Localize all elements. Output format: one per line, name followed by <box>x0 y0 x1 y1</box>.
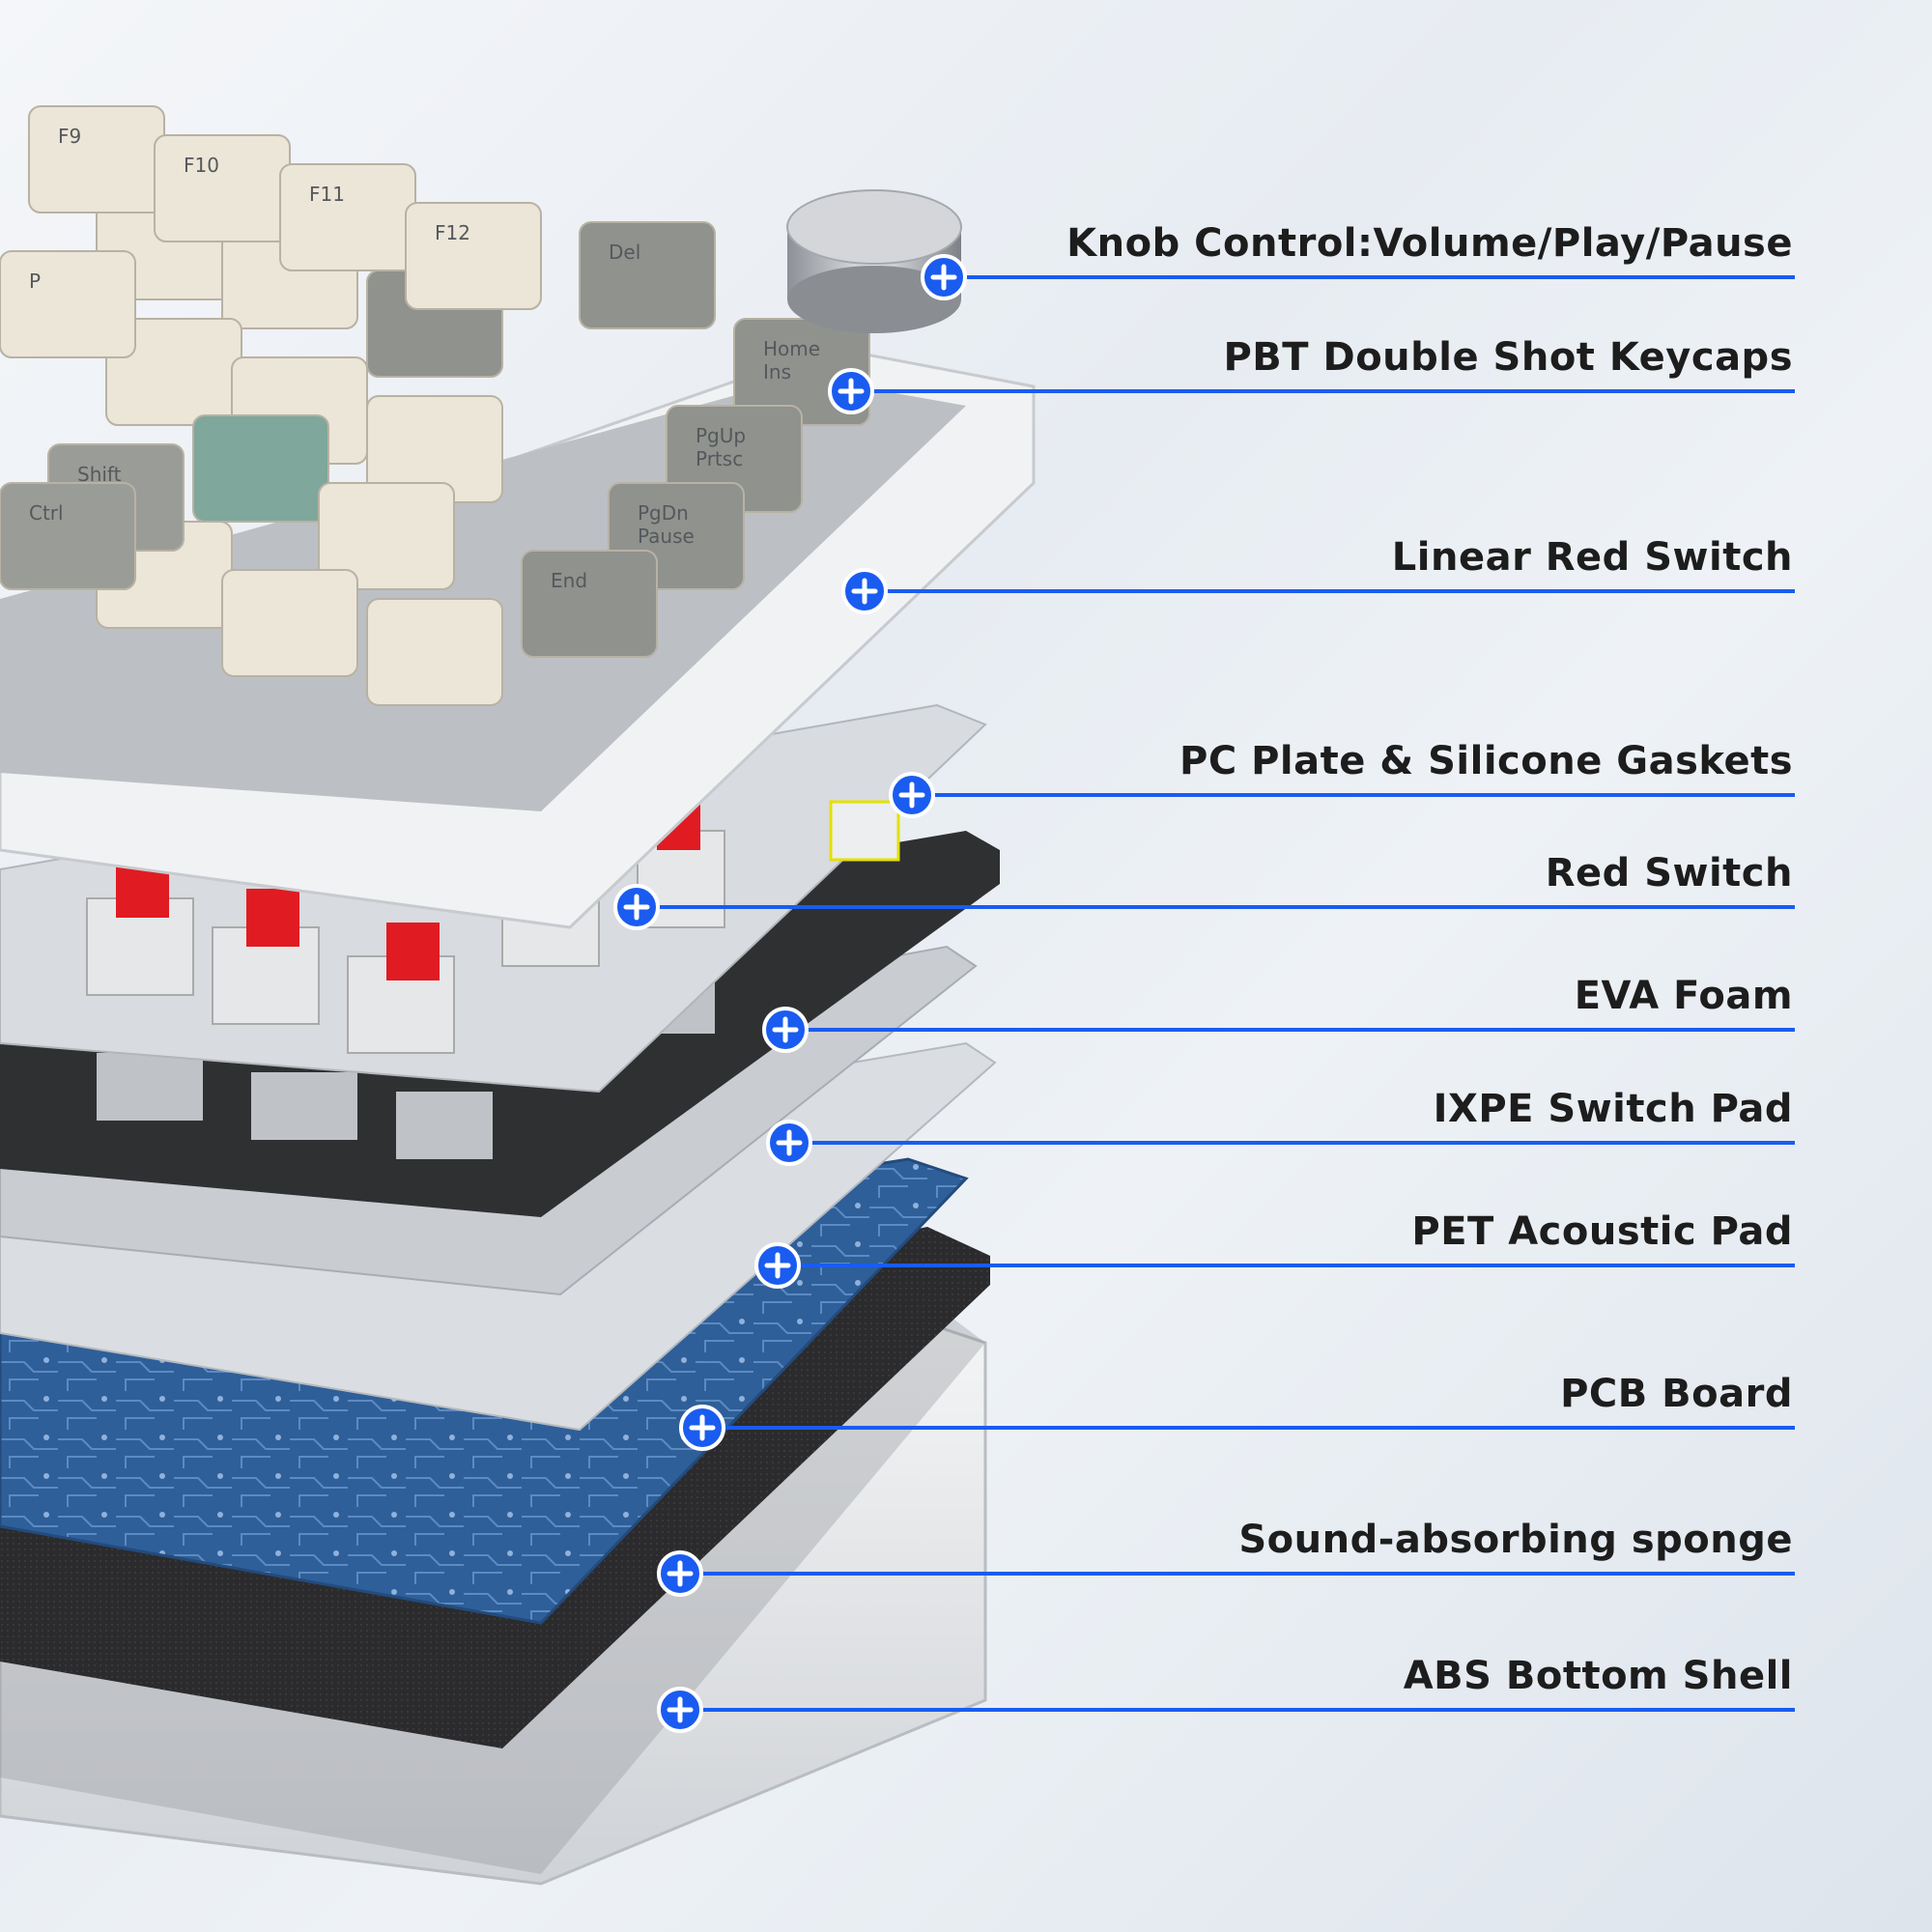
keycap-legend: Prtsc <box>696 447 743 470</box>
keycap <box>0 250 136 358</box>
plus-icon[interactable] <box>657 1687 703 1733</box>
plus-icon[interactable] <box>754 1242 801 1289</box>
callout-label: PET Acoustic Pad <box>1411 1209 1793 1254</box>
keycap-legend: Del <box>609 241 640 264</box>
pbt-keycaps: F9F10F11F12DelHomeInsPgUpPrtscPgDnPauseE… <box>0 105 870 706</box>
keycap <box>28 105 165 213</box>
plus-icon[interactable] <box>889 772 935 818</box>
keycap-legend: F11 <box>309 183 345 206</box>
keycap-legend: Home <box>763 337 820 360</box>
plus-icon[interactable] <box>828 368 874 414</box>
knob <box>786 189 962 333</box>
callout-label: ABS Bottom Shell <box>1403 1654 1793 1698</box>
callout-label: PBT Double Shot Keycaps <box>1223 335 1793 380</box>
keycap <box>318 482 455 590</box>
keycap <box>0 482 136 590</box>
keycap-legend: P <box>29 270 41 293</box>
plus-icon[interactable] <box>766 1120 812 1166</box>
keycap-legend: Ctrl <box>29 501 64 525</box>
plus-icon[interactable] <box>657 1550 703 1597</box>
keycap <box>521 550 658 658</box>
keycap-legend: Pause <box>638 525 695 548</box>
plus-icon[interactable] <box>613 884 660 930</box>
keycap <box>279 163 416 271</box>
keycap-legend: Ins <box>763 360 791 384</box>
callout-label: EVA Foam <box>1574 974 1793 1018</box>
plus-icon[interactable] <box>921 254 967 300</box>
keycap <box>154 134 291 242</box>
callout-label: Knob Control:Volume/Play/Pause <box>1066 221 1793 266</box>
keycap <box>221 569 358 677</box>
callout-label: Linear Red Switch <box>1391 535 1793 580</box>
callout-label: PC Plate & Silicone Gaskets <box>1179 739 1793 783</box>
keycap <box>366 598 503 706</box>
callout-label: PCB Board <box>1560 1372 1793 1416</box>
plus-icon[interactable] <box>679 1405 725 1451</box>
plus-icon[interactable] <box>762 1007 809 1053</box>
callout-label: Sound-absorbing sponge <box>1238 1518 1793 1562</box>
keycap-legend: PgUp <box>696 424 746 447</box>
keycap <box>192 414 329 523</box>
keycap-legend: F9 <box>58 125 81 148</box>
callout-label: Red Switch <box>1545 851 1793 895</box>
callout-label: IXPE Switch Pad <box>1433 1087 1793 1131</box>
keycap-legend: F10 <box>184 154 219 177</box>
keycap-legend: F12 <box>435 221 470 244</box>
keycap-legend: End <box>551 569 587 592</box>
plus-icon[interactable] <box>841 568 888 614</box>
keycap <box>405 202 542 310</box>
keycap <box>579 221 716 329</box>
keycap-legend: PgDn <box>638 501 689 525</box>
